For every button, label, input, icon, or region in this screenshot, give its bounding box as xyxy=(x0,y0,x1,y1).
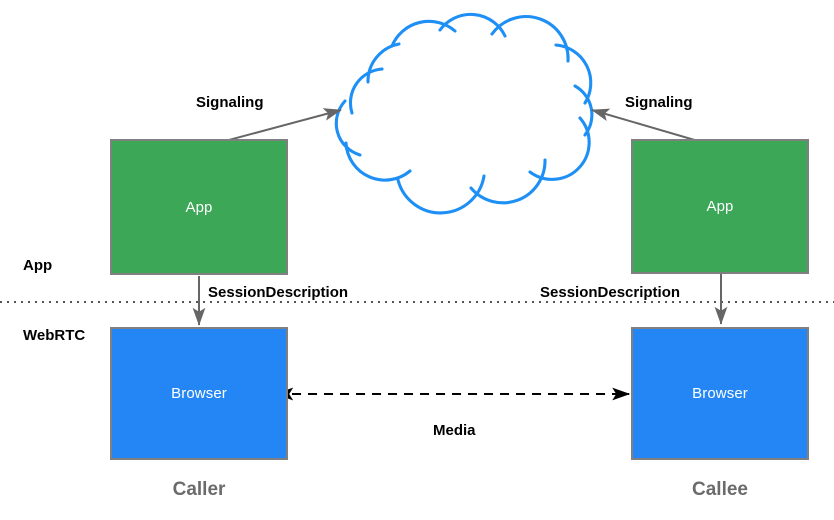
role-label-callee: Callee xyxy=(692,479,748,500)
edge-label-callee-signaling: Signaling xyxy=(625,94,693,111)
edge-label-caller-sessiondescription: SessionDescription xyxy=(208,284,349,301)
zone-label-app: App xyxy=(23,257,53,274)
node-callee-app[interactable]: App xyxy=(631,139,809,274)
role-label-caller: Caller xyxy=(172,479,226,500)
edge-label-caller-signaling: Signaling xyxy=(196,94,264,111)
node-callee-browser-label: Browser xyxy=(692,385,748,402)
node-caller-browser-label: Browser xyxy=(171,385,227,402)
signaling-cloud-icon xyxy=(334,12,594,215)
node-caller-app-label: App xyxy=(185,198,213,216)
node-caller-browser[interactable]: Browser xyxy=(110,327,288,460)
edge-label-media: Media xyxy=(433,422,476,439)
node-callee-app-label: App xyxy=(706,198,734,215)
edge-label-callee-sessiondescription: SessionDescription xyxy=(540,284,681,301)
node-callee-browser[interactable]: Browser xyxy=(631,327,809,460)
zone-label-webrtc: WebRTC xyxy=(23,327,86,344)
node-caller-app[interactable]: App xyxy=(110,139,288,275)
